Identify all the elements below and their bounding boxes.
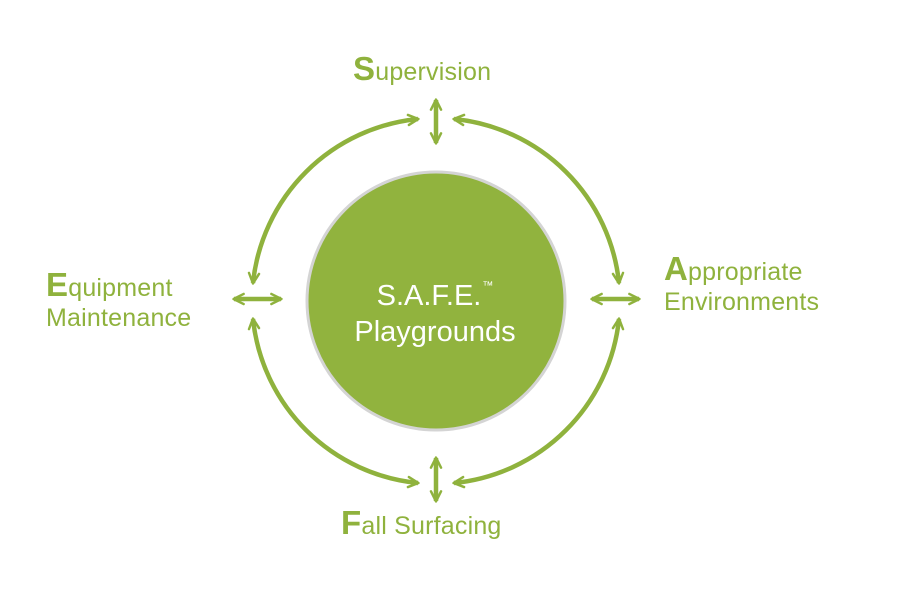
pillar-supervision-text: upervision: [375, 58, 492, 86]
pillar-appropriate-line1: Appropriate: [664, 252, 819, 287]
pillar-fall-initial: F: [341, 504, 362, 541]
pillar-supervision: Supervision: [353, 52, 492, 87]
pillar-appropriate-initial: A: [664, 250, 689, 287]
pillar-appropriate-line2: Environments: [664, 288, 820, 316]
arc-top-left-arrow: [247, 113, 420, 285]
arc-top-right-arrow: [452, 113, 625, 285]
pillar-equipment-maintenance: Equipment Maintenance: [46, 268, 192, 333]
center-title: S.A.F.E.™ Playgrounds: [305, 268, 565, 350]
pillar-fall-text: all Surfacing: [361, 512, 502, 540]
pillar-equipment-initial: E: [46, 266, 69, 303]
trademark-symbol: ™: [482, 280, 494, 292]
pillar-fall-surfacing: Fall Surfacing: [341, 506, 502, 541]
arc-bottom-right-arrow: [452, 317, 625, 489]
center-title-acronym: S.A.F.E.: [376, 280, 482, 312]
pillar-appropriate-environments: Appropriate Environments: [664, 252, 820, 317]
pillar-supervision-initial: S: [353, 50, 376, 87]
arc-bottom-left-arrow: [247, 317, 420, 489]
pillar-equipment-line1: Equipment: [46, 268, 191, 303]
pillar-appropriate-text: ppropriate: [688, 258, 803, 286]
pillar-equipment-line2: Maintenance: [46, 304, 192, 332]
center-title-line1: S.A.F.E.™: [305, 268, 565, 314]
pillar-equipment-text: quipment: [68, 274, 173, 302]
center-title-line2: Playgrounds: [354, 316, 516, 348]
